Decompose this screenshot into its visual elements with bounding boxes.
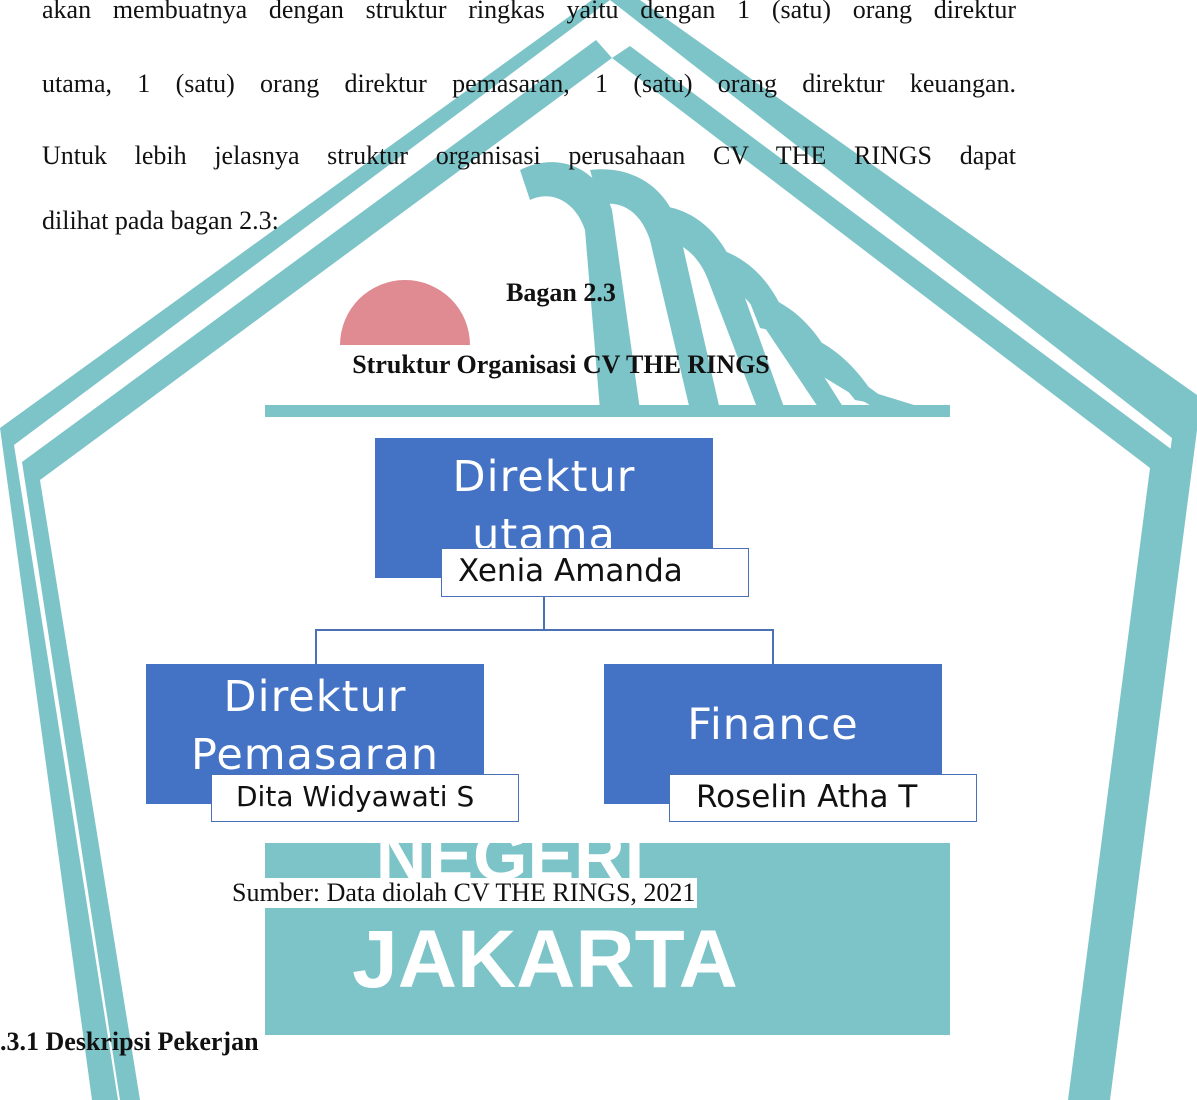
- logo-banner: [265, 843, 950, 1035]
- logo-ray-3: [650, 205, 785, 410]
- logo-ray-6: [790, 330, 930, 410]
- paragraph-line-2: utama, 1 (satu) orang direktur pemasaran…: [42, 69, 1016, 98]
- logo-frame-left-inner: [22, 40, 612, 1100]
- section-heading: .3.1 Deskripsi Pekerjan: [0, 1027, 259, 1056]
- logo-frame-right-inner: [612, 46, 1175, 1100]
- paragraph-line-4: dilihat pada bagan 2.3:: [42, 206, 279, 235]
- logo-ray-1: [520, 162, 640, 410]
- logo-frame-left-outer: [0, 0, 610, 1100]
- watermark-word-jakarta: JAKARTA: [352, 914, 738, 1005]
- paragraph-line-1: akan membuatnya dengan struktur ringkas …: [42, 0, 1016, 24]
- paragraph-line-3: Untuk lebih jelasnya struktur organisasi…: [42, 141, 1016, 170]
- logo-horizon-bar: [265, 405, 950, 417]
- logo-frame-right-outer: [610, 0, 1197, 1100]
- figure-title: Struktur Organisasi CV THE RINGS: [352, 350, 770, 379]
- figure-source-note: Sumber: Data diolah CV THE RINGS, 2021: [230, 878, 698, 908]
- figure-number: Bagan 2.3: [506, 278, 616, 307]
- logo-ray-2: [590, 169, 720, 410]
- logo-sun: [340, 280, 470, 345]
